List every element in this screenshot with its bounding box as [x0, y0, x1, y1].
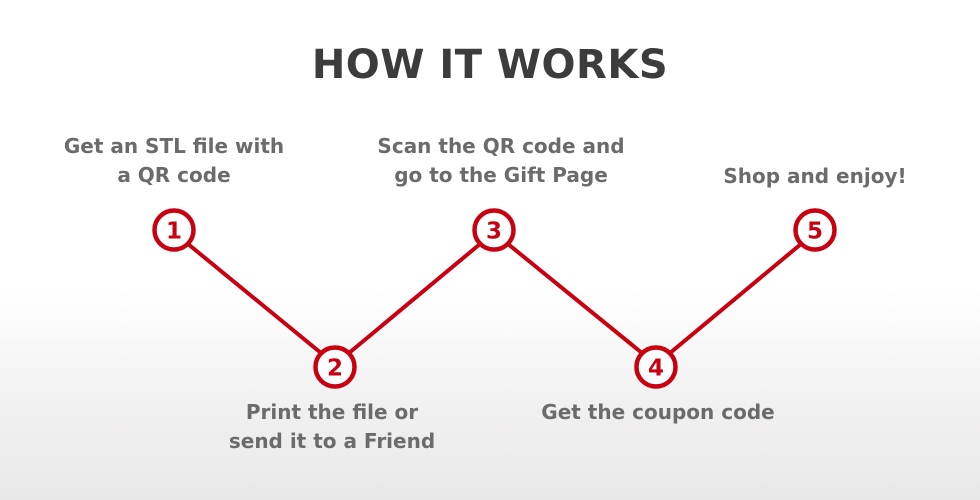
step-4-label-line-1: Get the coupon code: [541, 400, 775, 424]
step-5-label: Shop and enjoy!: [723, 162, 906, 191]
step-number: 5: [807, 219, 823, 245]
step-4-label: Get the coupon code: [541, 398, 774, 427]
step-3-label-line-2: go to the Gift Page: [394, 163, 608, 187]
step-1-marker: 1: [152, 208, 196, 252]
step-3-label-line-1: Scan the QR code and: [377, 134, 625, 158]
step-circle-icon: [313, 345, 357, 389]
step-1-label: Get an STL file with a QR code: [64, 132, 284, 190]
step-5-label-line-1: Shop and enjoy!: [723, 164, 907, 188]
step-circle-icon: [152, 208, 196, 252]
step-2-label: Print the file or send it to a Friend: [229, 398, 435, 456]
connector-2-3: [347, 242, 482, 355]
page-title: HOW IT WORKS: [311, 42, 669, 88]
step-circle-icon: [634, 345, 678, 389]
step-2-marker: 2: [313, 345, 357, 389]
step-number: 2: [327, 356, 343, 382]
connector-3-4: [506, 242, 644, 355]
step-4-marker: 4: [634, 345, 678, 389]
step-number: 3: [486, 219, 502, 245]
step-number: 1: [166, 219, 182, 245]
connector-lines: [186, 242, 803, 355]
connector-1-2: [186, 242, 323, 355]
step-2-label-line-2: send it to a Friend: [228, 429, 436, 453]
step-number: 4: [648, 356, 664, 382]
step-circle-icon: [793, 208, 837, 252]
step-1-label-line-2: a QR code: [117, 163, 231, 187]
step-5-marker: 5: [793, 208, 837, 252]
connector-4-5: [668, 242, 803, 355]
step-1-label-line-1: Get an STL file with: [63, 134, 285, 158]
step-2-label-line-1: Print the file or: [245, 400, 419, 424]
step-circle-icon: [472, 208, 516, 252]
step-3-marker: 3: [472, 208, 516, 252]
step-3-label: Scan the QR code and go to the Gift Page: [377, 132, 624, 190]
